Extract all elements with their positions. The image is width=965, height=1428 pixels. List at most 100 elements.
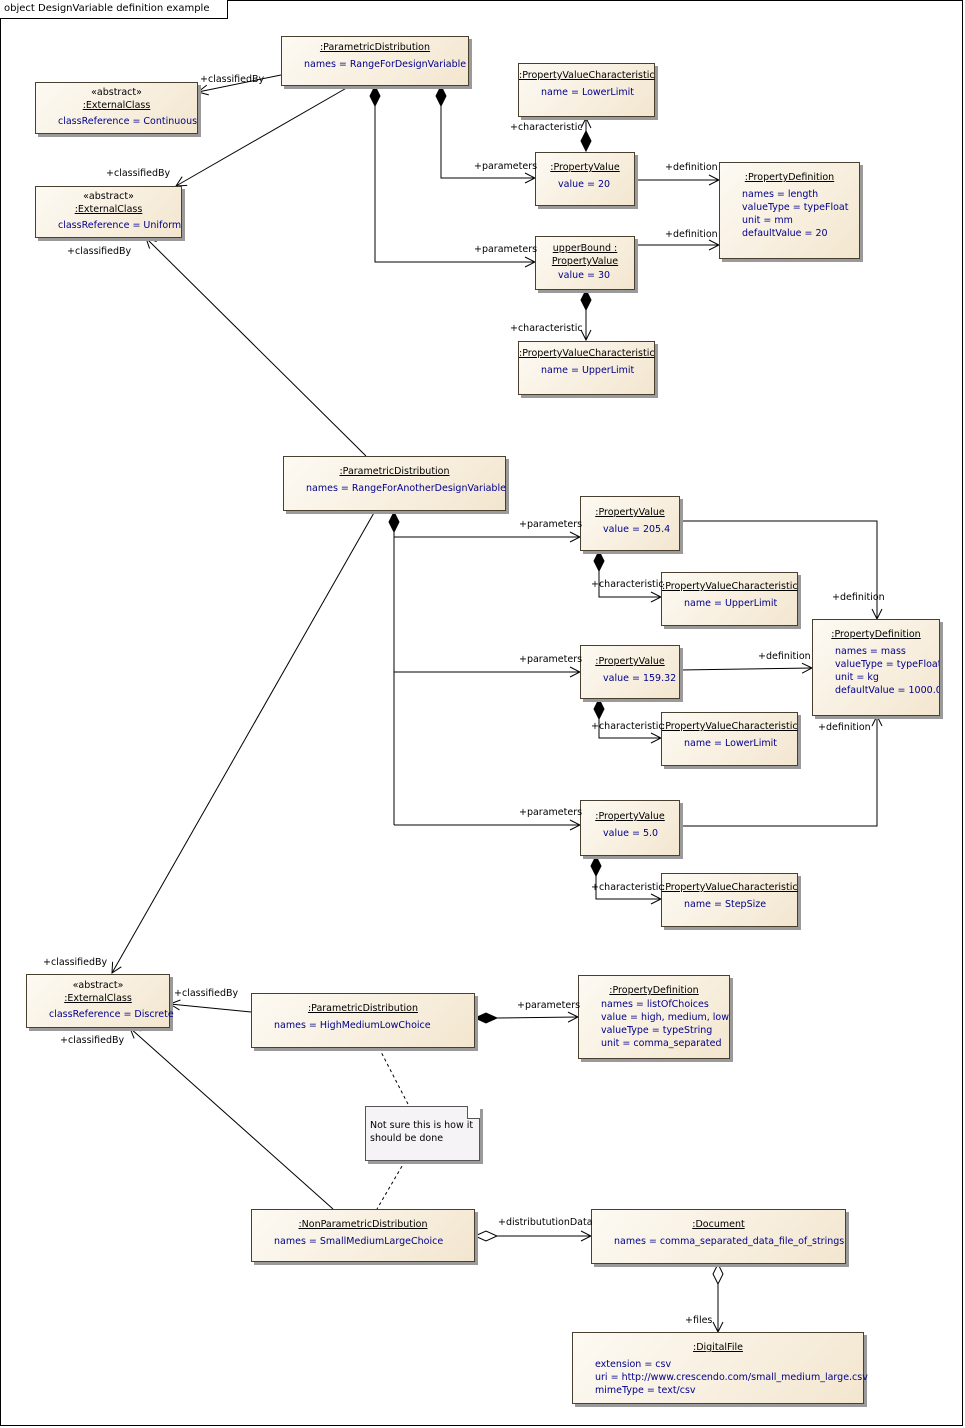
edge-pv15932-pdef-mass xyxy=(679,668,812,670)
object-name: :ExternalClass xyxy=(64,993,132,1004)
object-attr: unit = kg xyxy=(835,672,879,683)
object-attr: classReference = Discrete xyxy=(49,1009,174,1020)
object-pvc-lowerlimit-2[interactable]: :PropertyValueCharacteristic name = Lowe… xyxy=(661,712,798,766)
object-attr: unit = comma_separated xyxy=(601,1038,722,1049)
edge-pd1-ec-continuous xyxy=(198,74,282,92)
stereotype: «abstract» xyxy=(72,980,124,991)
object-name: :ParametricDistribution xyxy=(339,466,450,477)
role-label-characteristic: +characteristic xyxy=(591,882,664,893)
object-pvc-upperlimit-1[interactable]: :PropertyValueCharacteristic name = Uppe… xyxy=(518,341,655,395)
object-name: :PropertyValueCharacteristic xyxy=(519,70,655,81)
role-label-classified-by: +classifiedBy xyxy=(67,246,132,257)
role-label-definition: +definition xyxy=(832,592,885,603)
object-pvc-upperlimit-2[interactable]: :PropertyValueCharacteristic name = Uppe… xyxy=(661,572,798,626)
note-text: should be done xyxy=(370,1133,444,1144)
object-attr: valueType = typeString xyxy=(601,1025,713,1036)
object-attr: names = mass xyxy=(835,646,906,657)
object-name: :ExternalClass xyxy=(82,100,151,111)
note-anchor xyxy=(378,1047,410,1107)
object-name: :PropertyValueCharacteristic xyxy=(519,348,655,359)
composition-diamond xyxy=(473,1012,499,1024)
object-name: :PropertyValue xyxy=(595,811,665,822)
role-label-files: +files xyxy=(685,1315,713,1326)
object-name: :ParametricDistribution xyxy=(319,42,431,53)
note-text: Not sure this is how it xyxy=(370,1120,474,1131)
edge-pd1-pvupper xyxy=(374,106,535,262)
role-label-classified-by: +classifiedBy xyxy=(174,988,239,999)
role-label-characteristic: +characteristic xyxy=(510,122,583,133)
edge-pv50-pvc-step xyxy=(595,876,661,899)
composition-diamond xyxy=(590,854,602,878)
object-parametric-distribution-2[interactable]: :ParametricDistribution names = RangeFor… xyxy=(283,456,506,511)
object-property-value-159-32[interactable]: :PropertyValue value = 159.32 xyxy=(580,645,680,699)
object-property-definition-mass[interactable]: :PropertyDefinition names = mass valueTy… xyxy=(812,619,940,716)
object-property-definition-choices[interactable]: :PropertyDefinition names = listOfChoice… xyxy=(578,975,730,1059)
object-pvc-lowerlimit-1[interactable]: :PropertyValueCharacteristic name = Lowe… xyxy=(518,63,655,117)
object-attr: names = SmallMediumLargeChoice xyxy=(274,1236,444,1247)
note-fold-corner xyxy=(467,1106,480,1119)
role-label-definition: +definition xyxy=(665,162,718,173)
object-name: :PropertyValue xyxy=(550,162,620,173)
object-attr: names = HighMediumLowChoice xyxy=(274,1020,431,1031)
object-property-value-5-0[interactable]: :PropertyValue value = 5.0 xyxy=(580,800,680,856)
object-name: :PropertyDefinition xyxy=(744,172,835,183)
object-parametric-distribution-3[interactable]: :ParametricDistribution names = HighMedi… xyxy=(251,993,475,1048)
role-label-parameters: +parameters xyxy=(519,654,583,665)
edge-pd3-pdef-choices xyxy=(496,1017,578,1018)
object-name: PropertyValue xyxy=(551,256,619,267)
object-external-class-discrete[interactable]: «abstract» :ExternalClass classReference … xyxy=(26,974,174,1028)
composition-diamond xyxy=(580,129,592,153)
edge-npd-ec-discrete xyxy=(130,1028,334,1210)
edge-pv2054-pvc-upper xyxy=(598,571,661,597)
role-label-definition: +definition xyxy=(818,722,871,733)
role-label-parameters: +parameters xyxy=(474,161,538,172)
composition-diamond xyxy=(593,549,605,573)
composition-diamond xyxy=(593,697,605,721)
stereotype: «abstract» xyxy=(83,191,134,202)
object-document[interactable]: :Document names = comma_separated_data_f… xyxy=(591,1209,846,1264)
composition-diamond xyxy=(435,84,447,108)
edge-pv15932-pvc-lower xyxy=(598,719,661,738)
object-name: :DigitalFile xyxy=(693,1342,743,1353)
object-name: upperBound : xyxy=(552,243,618,254)
role-label-classified-by: +classifiedBy xyxy=(60,1035,125,1046)
object-property-definition-length[interactable]: :PropertyDefinition names = length value… xyxy=(719,162,860,259)
object-attr: unit = mm xyxy=(742,215,793,226)
object-name: :Document xyxy=(692,1219,745,1230)
object-name: :ExternalClass xyxy=(74,204,143,215)
object-property-value-205-4[interactable]: :PropertyValue value = 205.4 xyxy=(580,496,680,551)
object-external-class-uniform[interactable]: «abstract»:ExternalClass classReference … xyxy=(35,186,182,238)
note[interactable]: Not sure this is how it should be done xyxy=(365,1106,480,1161)
role-label-parameters: +parameters xyxy=(474,244,538,255)
object-nonparametric-distribution[interactable]: :NonParametricDistribution names = Small… xyxy=(251,1209,475,1262)
composition-diamond xyxy=(388,510,400,534)
object-property-value-upperbound[interactable]: upperBound : PropertyValue value = 30 xyxy=(535,236,635,290)
note-anchor xyxy=(376,1160,406,1210)
object-pvc-stepsize[interactable]: :PropertyValueCharacteristic name = Step… xyxy=(661,873,798,927)
object-attr: value = 159.32 xyxy=(603,673,677,684)
role-label-definition: +definition xyxy=(758,651,811,662)
role-label-classified-by: +classifiedBy xyxy=(43,957,108,968)
object-digital-file[interactable]: :DigitalFile extension = csv uri = http:… xyxy=(572,1332,868,1404)
edge-pd1-pv20 xyxy=(440,106,535,178)
object-attr: value = high, medium, low xyxy=(601,1012,730,1023)
object-attr: value = 20 xyxy=(558,179,611,190)
object-parametric-distribution-1[interactable]: :ParametricDistribution names = RangeFor… xyxy=(281,36,469,86)
stereotype: «abstract» xyxy=(91,87,142,98)
object-attr: mimeType = text/csv xyxy=(595,1385,696,1396)
object-attr: names = RangeForDesignVariable xyxy=(304,59,467,70)
object-attr: extension = csv xyxy=(595,1359,672,1370)
object-name: :PropertyValueCharacteristic xyxy=(662,721,798,732)
object-name: :PropertyValueCharacteristic xyxy=(662,882,798,893)
object-attr: valueType = typeFloat xyxy=(742,202,849,213)
aggregation-diamond xyxy=(473,1230,499,1242)
composition-diamond xyxy=(580,288,592,312)
object-external-class-continuous[interactable]: «abstract»:ExternalClass classReference … xyxy=(35,82,198,134)
object-attr: names = listOfChoices xyxy=(601,999,709,1010)
role-label-parameters: +parameters xyxy=(519,519,583,530)
object-property-value-20[interactable]: :PropertyValue value = 20 xyxy=(535,152,635,206)
object-attr: name = StepSize xyxy=(684,899,767,910)
object-name: :PropertyDefinition xyxy=(609,985,699,996)
